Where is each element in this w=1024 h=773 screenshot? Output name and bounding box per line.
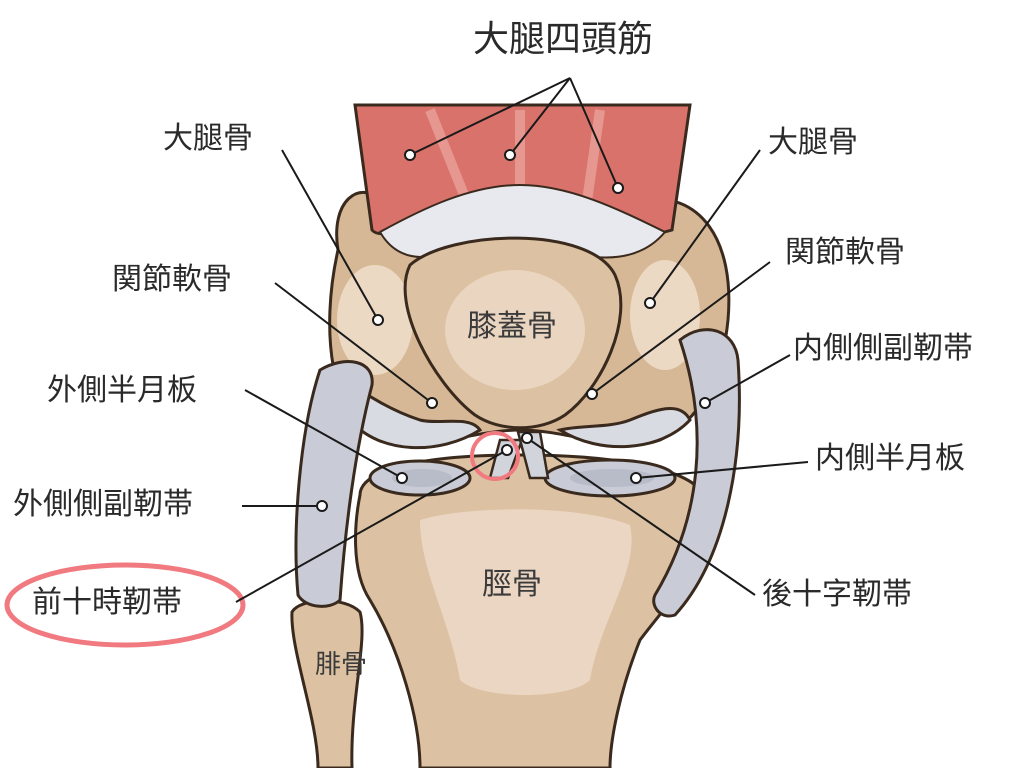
- lateral-meniscus-inner: [392, 469, 452, 487]
- dot: [372, 314, 384, 326]
- label-patella: 膝蓋骨: [467, 309, 557, 344]
- dot: [644, 297, 656, 309]
- acl-highlight-circle: [470, 431, 520, 481]
- leader-quadriceps-1: [409, 77, 571, 156]
- label-tibia: 脛骨: [482, 567, 542, 602]
- leader-quadriceps-2: [509, 77, 571, 156]
- cartilage-left-shape: [348, 387, 483, 450]
- leader-lines: [235, 77, 809, 603]
- patella-highlight: [445, 270, 585, 390]
- leader-lateral-meniscus: [244, 389, 403, 479]
- label-posterior-cruciate-ligament: 後十字靭帯: [762, 577, 912, 612]
- label-medial-collateral-ligament: 内側側副靭帯: [793, 331, 973, 366]
- leader-medial-meniscus: [635, 461, 809, 479]
- label-lateral-meniscus: 外側半月板: [47, 373, 197, 408]
- dot: [504, 149, 516, 161]
- dot: [501, 444, 513, 456]
- dot: [521, 432, 533, 444]
- tibia-highlight: [420, 509, 632, 695]
- leader-mcl: [704, 354, 791, 404]
- label-lateral-collateral-ligament: 外側側副靭帯: [13, 487, 193, 522]
- label-cartilage-left: 関節軟骨: [112, 262, 232, 297]
- cartilage-right-shape: [556, 406, 692, 449]
- label-medial-meniscus: 内側半月板: [815, 441, 965, 476]
- dot: [586, 388, 598, 400]
- leader-pcl: [526, 437, 756, 596]
- fibula-shape: [290, 599, 364, 770]
- dot: [426, 397, 438, 409]
- leader-cartilage-right: [591, 261, 771, 395]
- label-anterior-cruciate-ligament: 前十時靭帯: [32, 585, 182, 620]
- dot: [612, 182, 624, 194]
- anterior-cruciate-ligament-shape: [488, 438, 524, 480]
- dot: [699, 397, 711, 409]
- leader-quadriceps-3: [569, 77, 619, 189]
- dot: [396, 472, 408, 484]
- dot: [404, 149, 416, 161]
- dot: [316, 500, 328, 512]
- label-femur-right: 大腿骨: [768, 125, 858, 160]
- acl-label-highlight-oval: [4, 562, 246, 648]
- dot: [630, 472, 642, 484]
- label-fibula: 腓骨: [315, 650, 368, 680]
- label-cartilage-right: 関節軟骨: [785, 235, 905, 270]
- label-femur-left: 大腿骨: [163, 121, 253, 156]
- leader-cartilage-left: [274, 282, 433, 404]
- label-quadriceps: 大腿四頭筋: [473, 19, 654, 60]
- leader-femur-right: [649, 149, 761, 304]
- leader-acl: [235, 449, 508, 603]
- leader-dots: [316, 149, 711, 512]
- leader-femur-left: [281, 149, 379, 321]
- lateral-collateral-ligament-shape: [294, 360, 374, 608]
